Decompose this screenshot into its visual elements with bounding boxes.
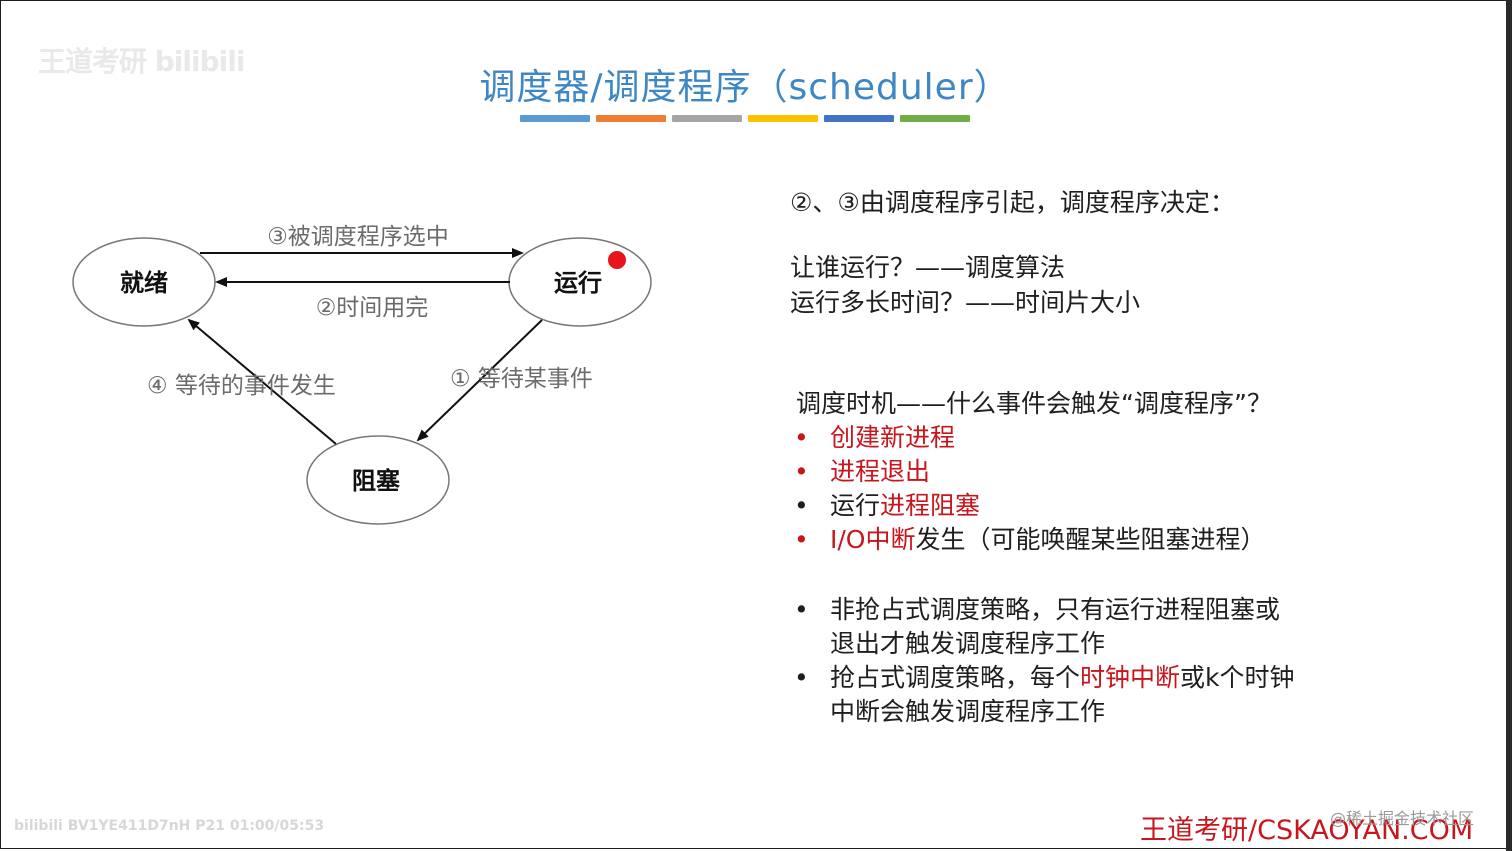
node-blocked-label: 阻塞 [352,467,400,495]
watermark-bottom-right: @稀土掘金技术社区 [1330,809,1475,828]
color-bars [520,115,970,122]
question-who: 让谁运行？——调度算法 [790,253,1066,282]
edge-label-selected: ③被调度程序选中 [267,224,449,250]
color-bar-6 [900,115,970,122]
edge-running-to-blocked [416,319,543,442]
red-pointer-dot [608,251,626,269]
timing-list: •创建新进程 •进程退出 •运行进程阻塞 •I/O中断发生（可能唤醒某些阻塞进程… [790,421,1295,557]
edge-label-timeout: ②时间用完 [316,295,429,321]
edge-blocked-to-ready [187,318,337,445]
window-edge [1506,0,1512,851]
bullet-dot: • [794,423,809,452]
list-item: •创建新进程 [790,421,1295,455]
bullet-dot: • [794,491,809,520]
node-ready-label: 就绪 [120,269,168,297]
color-bar-4 [748,115,818,122]
node-running-label: 运行 [554,269,602,297]
brand-footer: 王道考研/CSKAOYAN.COM [1140,815,1474,846]
intro-text: ②、③由调度程序引起，调度程序决定： [790,188,1235,217]
list-item: •运行进程阻塞 [790,489,1295,523]
color-bar-5 [824,115,894,122]
list-item: •抢占式调度策略，每个时钟中断或k个时钟中断会触发调度程序工作 [794,663,1295,726]
explanation-panel: ②、③由调度程序引起，调度程序决定： 让谁运行？——调度算法 运行多长时间？——… [790,185,1295,729]
question-how-long: 运行多长时间？——时间片大小 [790,288,1141,317]
bullet-dot: • [794,525,809,554]
color-bar-1 [520,115,590,122]
bullet-dot: • [794,595,809,624]
bullet-dot: • [794,663,809,692]
list-item: •I/O中断发生（可能唤醒某些阻塞进程） [790,523,1295,557]
slide-title: 调度器/调度程序（scheduler） [479,67,1011,108]
edge-label-event-occurs: ④ 等待的事件发生 [147,373,336,399]
color-bar-3 [672,115,742,122]
process-state-diagram: 就绪 运行 阻塞 ③被调度程序选中 ②时间用完 ④ 等待的事件发生 ① 等待某事… [72,224,652,525]
edge-label-wait-event: ① 等待某事件 [450,366,593,392]
policy-list: •非抢占式调度策略，只有运行进程阻塞或退出才触发调度程序工作 •抢占式调度策略，… [790,593,1295,729]
list-item: •非抢占式调度策略，只有运行进程阻塞或退出才触发调度程序工作 [794,595,1281,658]
timing-title: 调度时机——什么事件会触发“调度程序”？ [796,389,1272,418]
bullet-dot: • [794,457,809,486]
node-blocked [306,435,450,525]
color-bar-2 [596,115,666,122]
list-item: •进程退出 [790,455,1295,489]
watermark-top-left: 王道考研 bilibili [38,45,245,78]
watermark-bottom-left: bilibili BV1YE411D7nH P21 01:00/05:53 [14,818,325,834]
